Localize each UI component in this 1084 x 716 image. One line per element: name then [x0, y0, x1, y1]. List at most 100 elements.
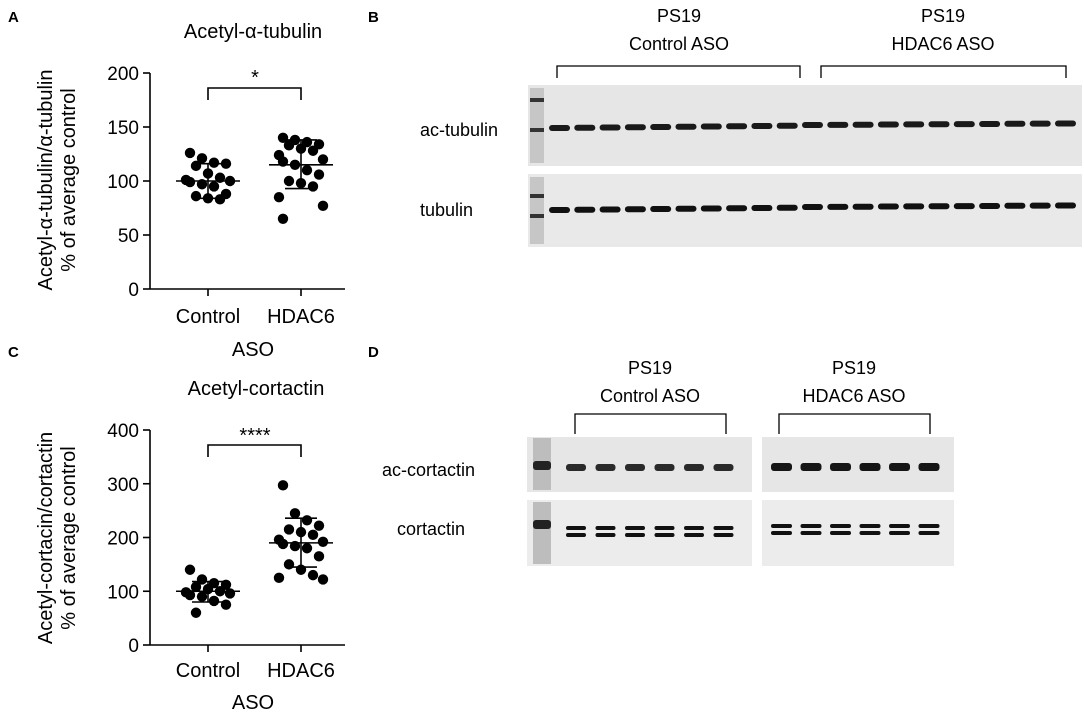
blot-band	[654, 533, 675, 537]
data-point	[313, 520, 325, 531]
data-point	[208, 595, 220, 607]
blot-band	[675, 205, 697, 212]
data-point	[289, 508, 301, 519]
blot-band	[802, 122, 823, 128]
y-tick-label: 50	[118, 226, 139, 247]
panel-letter-d: D	[368, 344, 379, 361]
data-point	[277, 480, 289, 491]
ladder-lane	[530, 177, 544, 244]
y-tick-label: 150	[107, 118, 139, 139]
data-point	[283, 175, 295, 187]
blot-band	[625, 526, 645, 530]
y-tick-label: 0	[128, 280, 139, 301]
blot-band	[928, 121, 950, 128]
chart-acetyl-tubulin: Acetyl-α-tubulin Acetyl-α-tubulin/α-tubu…	[35, 21, 345, 361]
blot-band	[654, 526, 675, 530]
blot-band	[979, 120, 1001, 127]
ladder-lane	[530, 88, 544, 163]
blot-band	[830, 524, 851, 528]
blot-band	[684, 464, 704, 471]
ladder-band	[533, 520, 551, 529]
y-tick-label: 0	[128, 636, 139, 657]
ladder-band	[533, 461, 551, 470]
data-point	[196, 591, 208, 602]
blot-band	[877, 203, 899, 210]
data-point	[273, 572, 285, 584]
blot-row-label: ac-cortactin	[382, 460, 475, 480]
blot-band	[684, 526, 704, 530]
x-category-label: HDAC6	[267, 660, 335, 682]
group-bracket	[574, 413, 727, 434]
data-point	[208, 157, 220, 168]
chart-acetyl-cortactin: Acetyl-cortactin Acetyl-cortacin/cortact…	[35, 378, 345, 714]
panel-letter-a: A	[8, 9, 19, 26]
blot-band	[1004, 202, 1026, 209]
blot-band	[979, 202, 1001, 209]
blot-band	[713, 464, 734, 471]
y-axis-label-line2: % of average control	[58, 88, 80, 271]
data-point	[313, 551, 325, 562]
significance-marker: *	[251, 67, 259, 89]
blot-band	[595, 526, 616, 530]
data-point	[283, 524, 295, 535]
significance-bracket	[207, 87, 302, 100]
blot-group-label: HDAC6 ASO	[802, 386, 905, 406]
blot-group-label: PS19	[628, 358, 672, 378]
y-tick-label: 100	[107, 172, 139, 193]
chart-title: Acetyl-α-tubulin	[184, 21, 322, 43]
blot-band	[852, 203, 874, 210]
blot-band	[802, 204, 823, 210]
blot-band	[574, 206, 596, 213]
blot-group-label: Control ASO	[600, 386, 700, 406]
blot-group-label: PS19	[657, 6, 701, 26]
data-point	[313, 169, 325, 180]
blot-band	[726, 123, 748, 130]
blot-band	[713, 526, 734, 530]
blot-band	[903, 203, 925, 210]
ladder-band	[530, 98, 544, 102]
blot-band	[1029, 120, 1051, 127]
blot-band	[684, 533, 704, 537]
y-tick-label: 400	[107, 421, 139, 442]
data-point	[317, 574, 329, 585]
data-point	[224, 588, 236, 599]
blot-band	[751, 123, 773, 129]
data-point	[214, 194, 226, 205]
data-point	[184, 176, 196, 188]
blot-band	[700, 205, 722, 212]
ladder-band	[530, 194, 544, 198]
data-point	[220, 158, 232, 169]
x-category-label: Control	[176, 660, 240, 682]
blot-band	[549, 125, 570, 131]
data-point	[277, 213, 289, 224]
blot-band	[675, 123, 697, 130]
data-point	[317, 200, 329, 212]
y-tick-label: 100	[107, 582, 139, 603]
blot-band	[1004, 120, 1026, 127]
blot-band	[830, 463, 851, 471]
blot-band	[599, 206, 621, 213]
blot-band	[771, 463, 792, 471]
blot-band	[726, 205, 748, 212]
blot-band	[624, 124, 646, 131]
blot-band	[918, 524, 940, 528]
blot-band	[549, 207, 570, 213]
blot-band	[625, 533, 645, 537]
data-point	[307, 529, 319, 541]
y-axis-label-line1: Acetyl-α-tubulin/α-tubulin	[35, 70, 57, 291]
data-point	[301, 515, 313, 526]
blot-band	[889, 531, 910, 535]
blot-band	[566, 533, 586, 537]
blot-band	[953, 121, 975, 128]
x-category-label: HDAC6	[267, 306, 335, 328]
y-tick-label: 200	[107, 64, 139, 85]
blot-group-label: PS19	[832, 358, 876, 378]
blot-row-label: ac-tubulin	[420, 120, 498, 140]
blot-band	[827, 121, 849, 128]
data-point	[307, 569, 319, 581]
data-point	[190, 190, 202, 202]
blot-band	[595, 533, 616, 537]
blot-band	[595, 464, 616, 471]
blot-band	[700, 123, 722, 130]
blot-band	[776, 204, 798, 211]
